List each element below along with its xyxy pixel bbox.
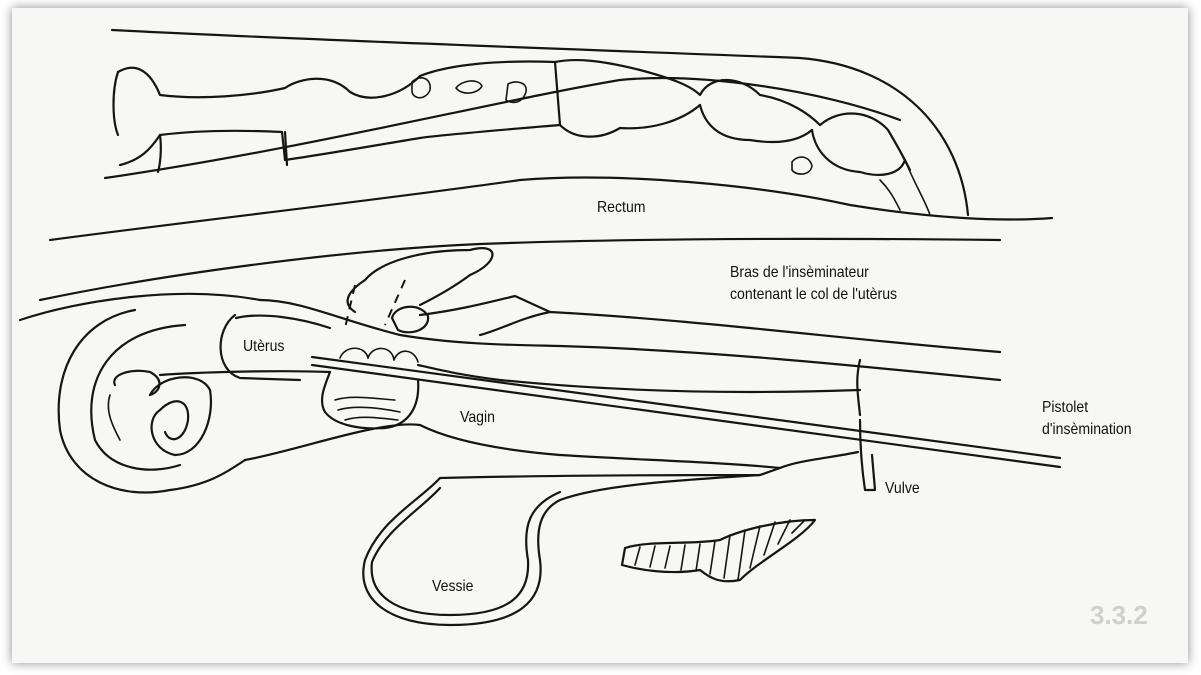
inseminator-arm	[260, 248, 1000, 380]
insemination-gun	[312, 357, 1060, 458]
label-rectum: Rectum	[597, 198, 646, 218]
label-bras-line1: Bras de l'insèminateur	[730, 263, 869, 283]
label-bras-line2: contenant le col de l'utèrus	[730, 285, 897, 305]
label-vessie: Vessie	[432, 577, 473, 597]
label-pistolet-line1: Pistolet	[1042, 398, 1088, 418]
vertebrae	[114, 60, 931, 215]
bladder	[363, 475, 760, 625]
vagina-structure	[245, 360, 875, 490]
pelvic-bone	[622, 520, 815, 581]
rectum-upper-wall	[50, 178, 1052, 240]
label-uterus: Utèrus	[243, 337, 284, 357]
label-vagin: Vagin	[460, 408, 495, 428]
back-inner-line	[105, 78, 900, 178]
label-pistolet-line2: d'insèmination	[1042, 420, 1132, 440]
back-outline	[112, 30, 968, 215]
background-section-number: 3.3.2	[1090, 600, 1148, 631]
label-vulve: Vulve	[885, 479, 920, 499]
